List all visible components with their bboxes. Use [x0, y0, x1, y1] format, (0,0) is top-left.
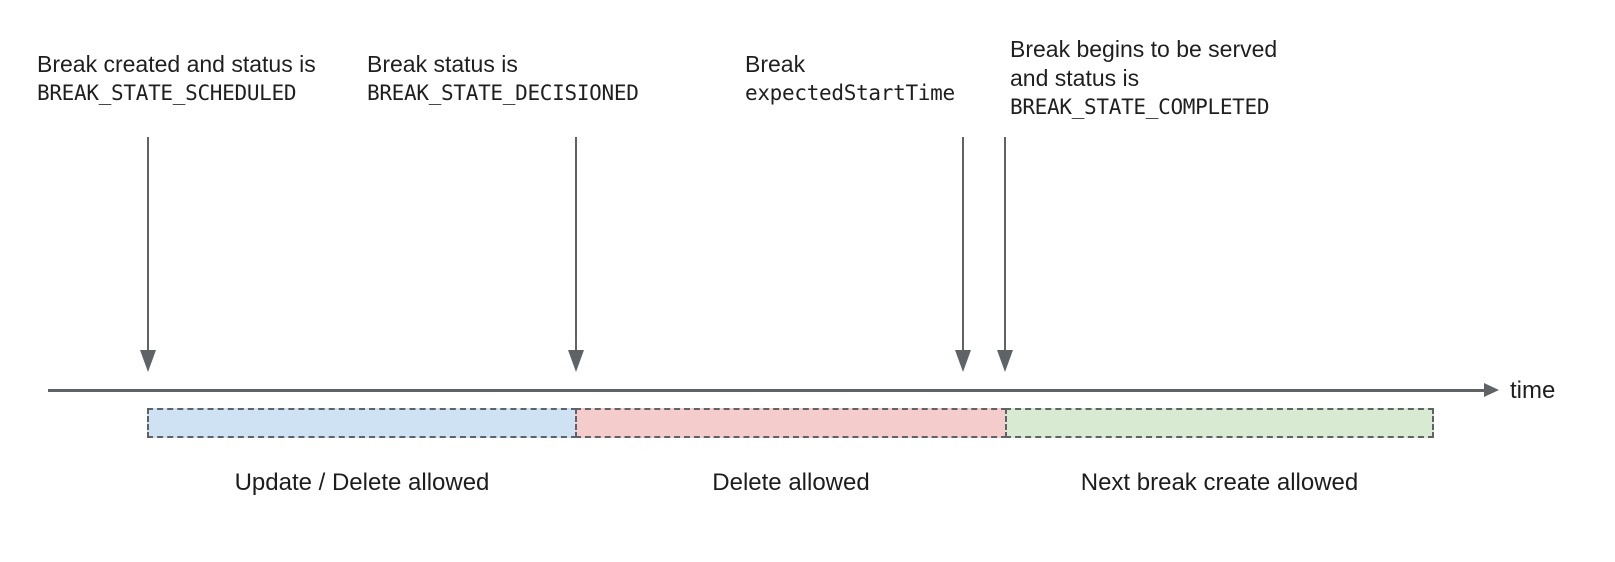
- segment-delete-allowed: [575, 408, 1007, 438]
- annotation-text: Break created and status is: [37, 51, 316, 77]
- annotation-text: Break: [745, 51, 806, 77]
- annotation-break-completed: Break begins to be served and status is …: [1010, 35, 1277, 122]
- annotation-text: and status is: [1010, 65, 1140, 91]
- down-arrow-icon-scheduled: [140, 137, 156, 372]
- annotation-code-completed: BREAK_STATE_COMPLETED: [1010, 95, 1270, 119]
- arrowhead-icon: [955, 350, 971, 372]
- time-axis-line: [48, 389, 1484, 392]
- annotation-text: Break status is: [367, 51, 518, 77]
- down-arrow-icon-decisioned: [568, 137, 584, 372]
- time-axis-label: time: [1510, 377, 1556, 404]
- down-arrow-icon-completed: [997, 137, 1013, 372]
- caption-next-break-create-allowed: Next break create allowed: [1080, 469, 1359, 496]
- annotation-expected-start-time: Break expectedStartTime: [745, 50, 955, 108]
- time-axis-arrowhead-icon: [1484, 383, 1499, 397]
- arrowhead-icon: [568, 350, 584, 372]
- annotation-break-decisioned: Break status is BREAK_STATE_DECISIONED: [367, 50, 639, 108]
- arrowhead-icon: [997, 350, 1013, 372]
- annotation-text: Break begins to be served: [1010, 36, 1278, 62]
- annotation-code-decisioned: BREAK_STATE_DECISIONED: [367, 81, 639, 105]
- caption-delete-allowed: Delete allowed: [712, 469, 870, 496]
- annotation-code-expected-start-time: expectedStartTime: [745, 81, 955, 105]
- segment-update-delete-allowed: [147, 408, 577, 438]
- annotation-break-created: Break created and status is BREAK_STATE_…: [37, 50, 316, 108]
- annotation-code-scheduled: BREAK_STATE_SCHEDULED: [37, 81, 297, 105]
- segment-next-break-create-allowed: [1005, 408, 1434, 438]
- arrowhead-icon: [140, 350, 156, 372]
- caption-update-delete-allowed: Update / Delete allowed: [234, 469, 490, 496]
- down-arrow-icon-expected-start: [955, 137, 971, 372]
